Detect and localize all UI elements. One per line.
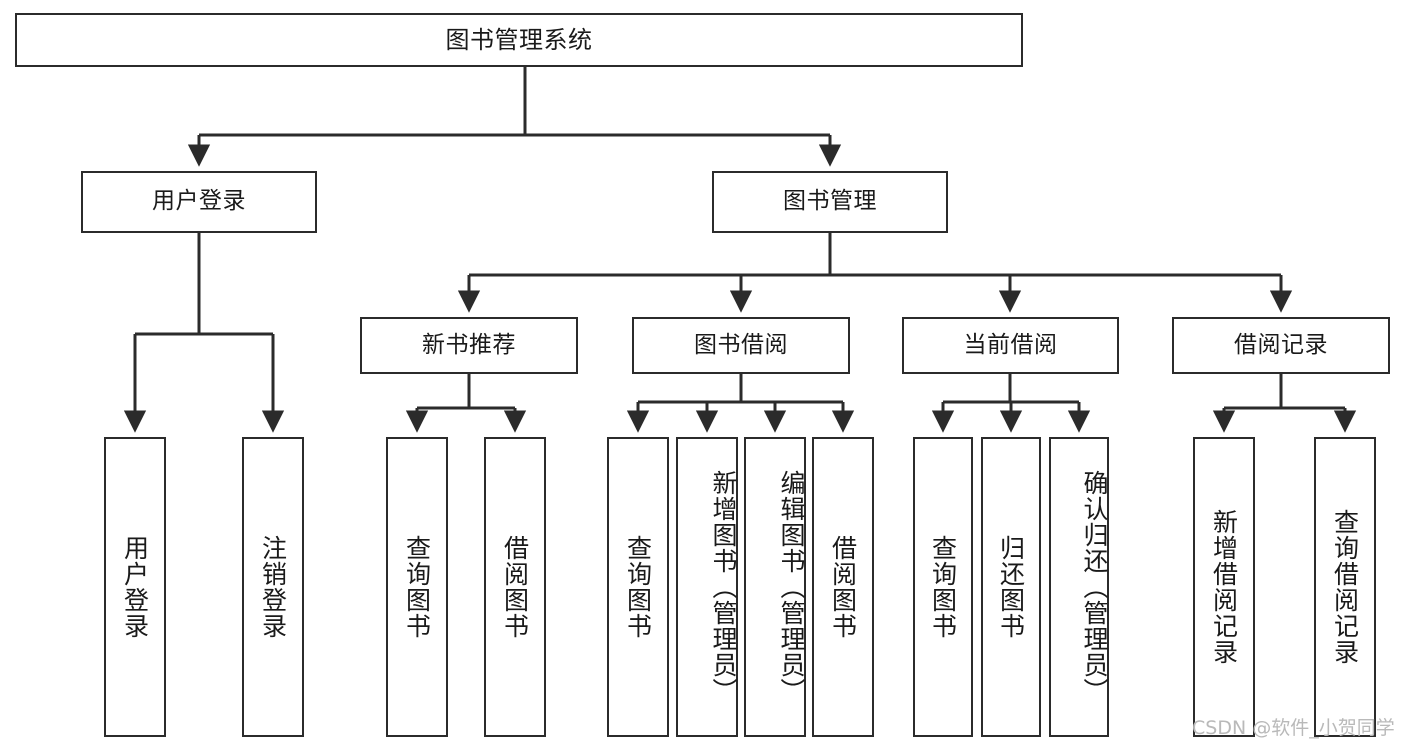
leaf-query-book-recommend[interactable]: 查询图书 <box>386 437 448 737</box>
leaf-add-book-admin[interactable]: 新增图书（管理员） <box>676 437 738 737</box>
leaf-return-book[interactable]: 归还图书 <box>981 437 1041 737</box>
csdn-watermark: CSDN @软件_小贺同学 <box>1192 717 1395 739</box>
node-user-login[interactable]: 用户登录 <box>81 171 317 233</box>
leaf-confirm-return-admin[interactable]: 确认归还（管理员） <box>1049 437 1109 737</box>
leaf-query-book-current[interactable]: 查询图书 <box>913 437 973 737</box>
leaf-borrow-book[interactable]: 借阅图书 <box>812 437 874 737</box>
leaf-logout[interactable]: 注销登录 <box>242 437 304 737</box>
node-current-borrow[interactable]: 当前借阅 <box>902 317 1119 374</box>
leaf-add-borrow-record[interactable]: 新增借阅记录 <box>1193 437 1255 737</box>
node-book-management[interactable]: 图书管理 <box>712 171 948 233</box>
leaf-query-book-borrow[interactable]: 查询图书 <box>607 437 669 737</box>
leaf-user-login[interactable]: 用户登录 <box>104 437 166 737</box>
node-book-borrow[interactable]: 图书借阅 <box>632 317 850 374</box>
leaf-edit-book-admin[interactable]: 编辑图书（管理员） <box>744 437 806 737</box>
node-borrow-record[interactable]: 借阅记录 <box>1172 317 1390 374</box>
node-new-book-recommend[interactable]: 新书推荐 <box>360 317 578 374</box>
leaf-query-borrow-record[interactable]: 查询借阅记录 <box>1314 437 1376 737</box>
leaf-borrow-book-recommend[interactable]: 借阅图书 <box>484 437 546 737</box>
node-root-library-system[interactable]: 图书管理系统 <box>15 13 1023 67</box>
